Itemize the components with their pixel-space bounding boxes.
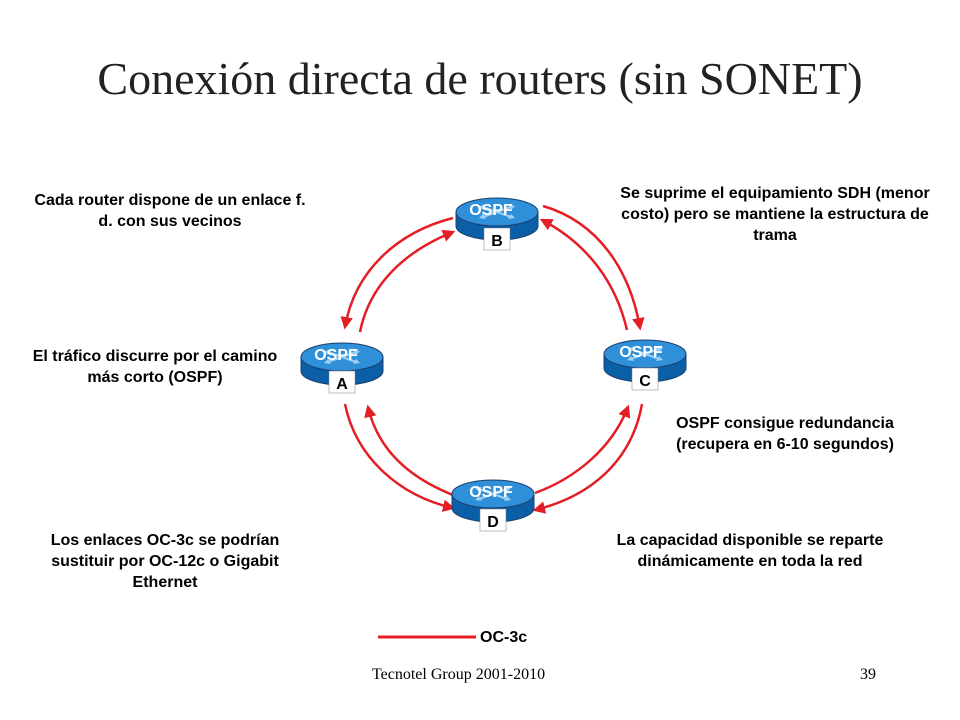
router-c: OSPF C <box>603 339 687 391</box>
note-top-right: Se suprime el equipamiento SDH (menor co… <box>620 185 930 244</box>
router-protocol: OSPF <box>469 484 513 501</box>
footer-text: Tecnotel Group 2001-2010 <box>372 666 546 683</box>
link-arrows <box>340 204 645 514</box>
note-bottom-left: Los enlaces OC-3c se podrían sustituir p… <box>50 532 280 591</box>
link-b-c-outer <box>542 204 645 331</box>
router-id: C <box>639 373 651 390</box>
note-mid-right: OSPF consigue redundancia (recupera en 6… <box>676 415 894 453</box>
link-c-b-inner <box>539 218 629 331</box>
router-id: B <box>491 233 503 250</box>
router-d: OSPF D <box>451 479 535 532</box>
note-bottom-right: La capacidad disponible se reparte dinám… <box>616 532 884 570</box>
note-mid-left: El tráfico discurre por el camino más co… <box>32 348 278 386</box>
page-number: 39 <box>860 666 876 683</box>
router-protocol: OSPF <box>314 347 358 364</box>
link-d-c-inner <box>534 404 631 495</box>
slide-title: Conexión directa de routers (sin SONET) <box>97 53 863 104</box>
router-protocol: OSPF <box>469 202 513 219</box>
legend-label: OC-3c <box>480 629 528 646</box>
link-c-d-outer <box>532 403 644 514</box>
router-b: OSPF B <box>455 197 539 251</box>
note-top-left: Cada router dispone de un enlace f. d. c… <box>34 192 306 230</box>
link-d-a-inner <box>364 404 454 497</box>
router-id: A <box>336 376 348 393</box>
router-a: OSPF A <box>300 342 384 394</box>
link-a-d-outer <box>343 403 456 512</box>
link-a-b-inner <box>358 229 456 333</box>
link-b-a-outer <box>340 216 454 330</box>
router-id: D <box>487 514 499 531</box>
router-protocol: OSPF <box>619 344 663 361</box>
